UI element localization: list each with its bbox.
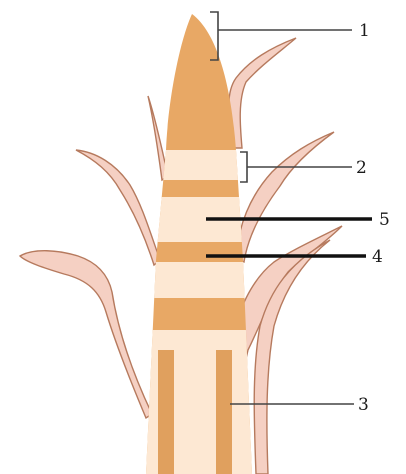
label-1: 1 [359,21,370,41]
leaf-top-right [229,38,296,148]
vascular-strand-right [216,350,232,474]
leaf-mid-left [76,150,160,265]
label-3: 3 [358,395,369,415]
bracket-2 [240,152,247,182]
leaf-lower-left [20,251,152,418]
label-2: 2 [356,158,367,178]
internode-band-1 [130,150,270,180]
label-5: 5 [379,210,390,230]
label-4: 4 [372,247,383,267]
vascular-strand-left [158,350,174,474]
internode-band-4 [130,330,270,474]
